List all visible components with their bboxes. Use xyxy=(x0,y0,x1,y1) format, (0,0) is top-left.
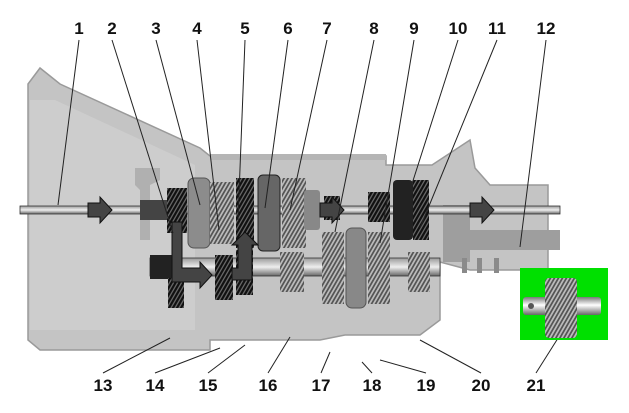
callout-label: 19 xyxy=(416,376,436,395)
helical-gear-inset xyxy=(520,268,608,340)
callout-label: 21 xyxy=(526,376,546,395)
callout-label: 20 xyxy=(471,376,491,395)
callout-leaders xyxy=(57,39,561,374)
callout-label: 3 xyxy=(151,19,161,38)
callout-label: 11 xyxy=(488,19,506,38)
callout-label: 10 xyxy=(448,19,468,38)
callout-label: 1 xyxy=(74,19,84,38)
callout-label: 18 xyxy=(362,376,382,395)
callout-label: 12 xyxy=(536,19,556,38)
callout-label: 13 xyxy=(93,376,113,395)
callout-label: 5 xyxy=(240,19,250,38)
callout-label: 2 xyxy=(107,19,117,38)
callout-label: 15 xyxy=(198,376,218,395)
callout-label: 17 xyxy=(311,376,331,395)
lower-gears xyxy=(168,227,430,309)
callout-label: 6 xyxy=(283,19,293,38)
callout-label: 14 xyxy=(145,376,165,395)
callout-label: 8 xyxy=(369,19,379,38)
callout-label: 9 xyxy=(409,19,419,38)
callout-label: 7 xyxy=(322,19,332,38)
callout-label: 16 xyxy=(258,376,278,395)
callout-label: 4 xyxy=(192,19,202,38)
